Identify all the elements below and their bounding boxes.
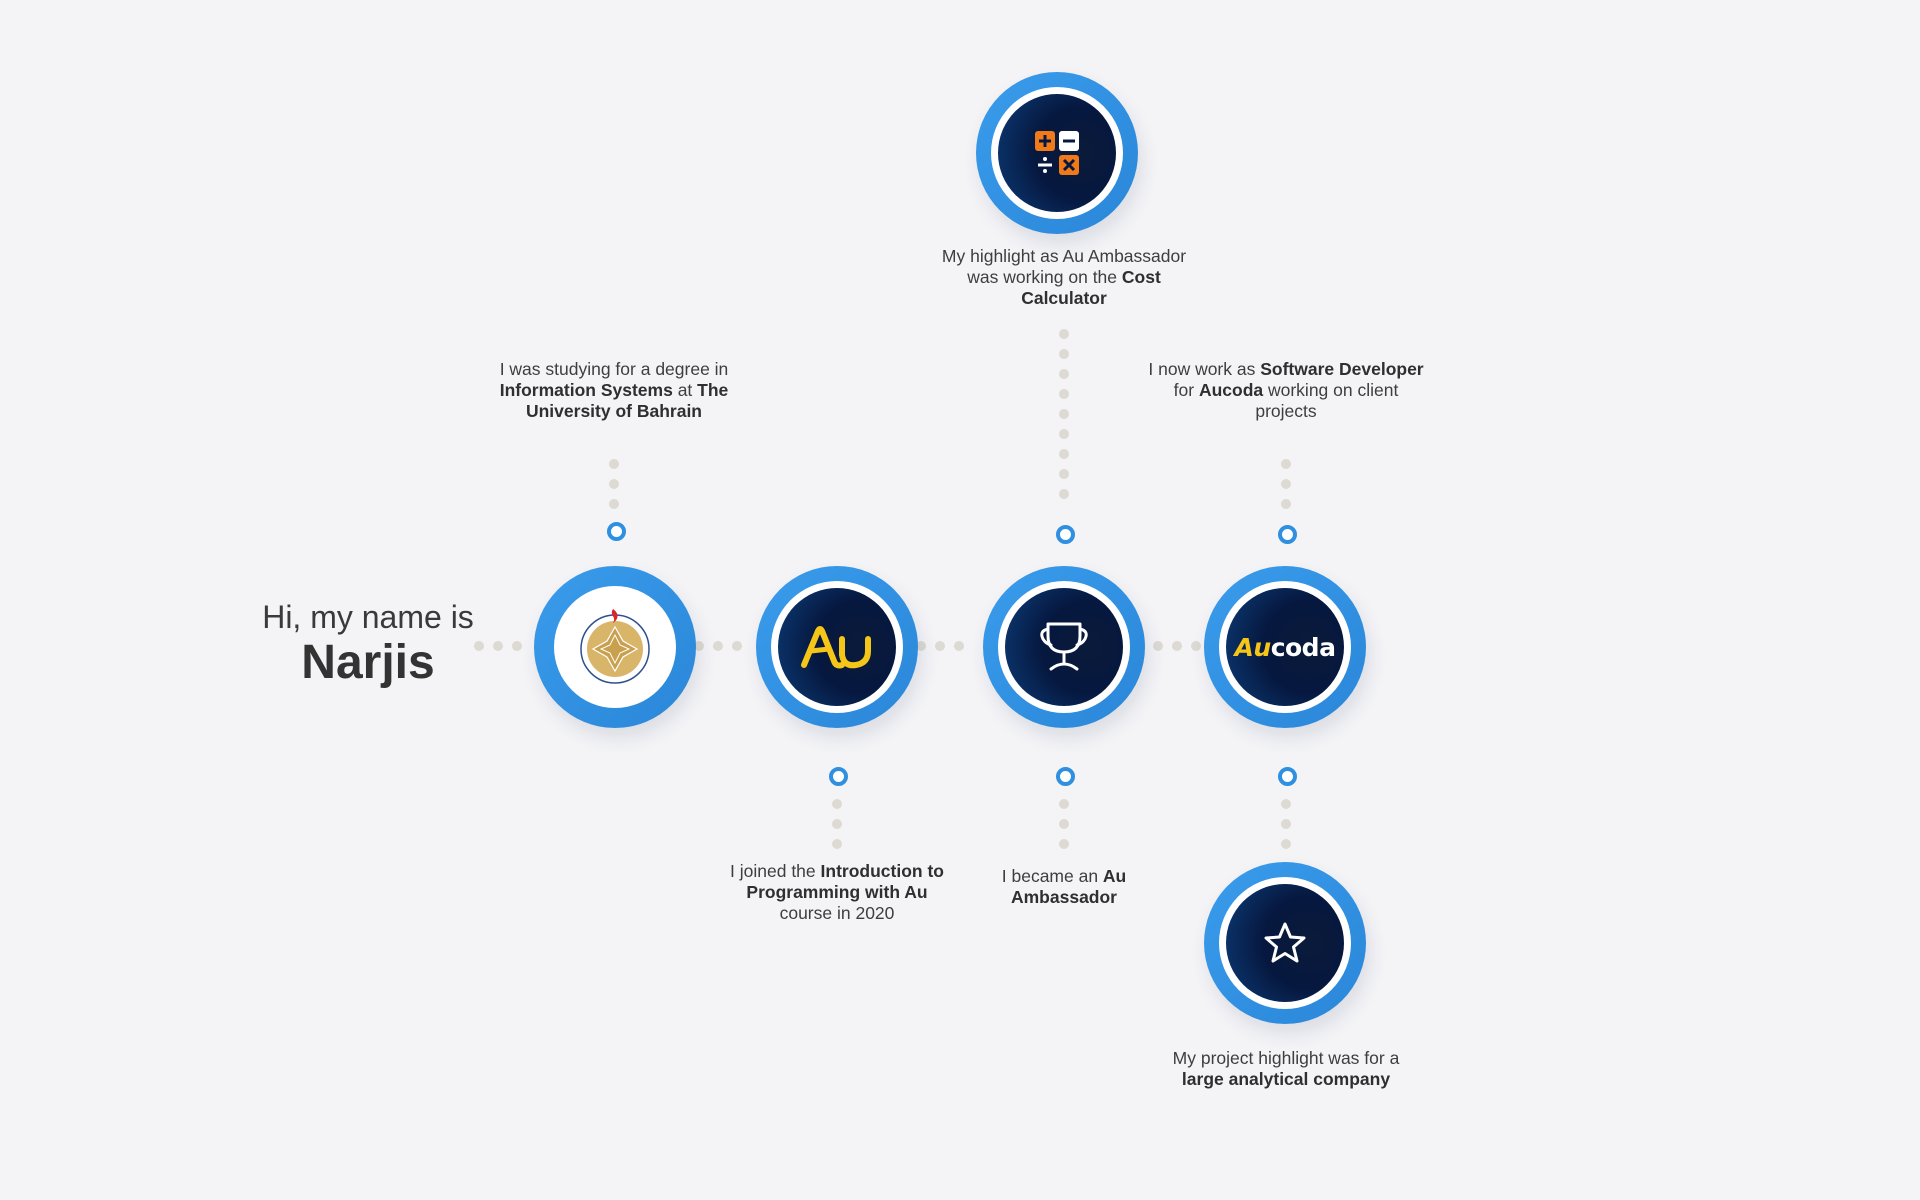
marker-au-course <box>829 767 848 786</box>
caption-calculator: My highlight as Au Ambassador was workin… <box>934 246 1194 309</box>
node-university <box>534 566 696 728</box>
node-au <box>756 566 918 728</box>
connector-au-down <box>832 799 842 849</box>
marker-university <box>607 522 626 541</box>
caption-ambassador-p1: I became an <box>1001 866 1103 886</box>
connector-intro-university <box>474 641 522 651</box>
caption-aucoda: I now work as Software Developer for Auc… <box>1146 359 1426 422</box>
node-star <box>1204 862 1366 1024</box>
caption-aucoda-p2: for <box>1173 380 1199 400</box>
marker-ambassador <box>1056 767 1075 786</box>
aucoda-logo-au: Au <box>1234 632 1272 662</box>
calculator-icon <box>1035 131 1079 175</box>
caption-au-course-p1: I joined the <box>730 861 821 881</box>
connector-university-up <box>609 459 619 509</box>
aucoda-logo: Aucoda <box>1235 633 1336 662</box>
caption-project-b1: large analytical company <box>1181 1069 1391 1089</box>
node-trophy <box>983 566 1145 728</box>
intro: Hi, my name is Narjis <box>228 597 508 689</box>
caption-university-p2: at <box>672 380 698 400</box>
caption-aucoda-b1: Software Developer <box>1260 359 1424 379</box>
caption-calculator-b1: Cost Calculator <box>1021 267 1161 308</box>
connector-aucoda-down <box>1281 799 1291 849</box>
node-aucoda: Aucoda <box>1204 566 1366 728</box>
caption-project: My project highlight was for a large ana… <box>1156 1048 1416 1090</box>
connector-trophy-down <box>1059 799 1069 849</box>
aucoda-logo-coda: coda <box>1270 632 1336 662</box>
greeting-text: Hi, my name is <box>262 599 474 635</box>
caption-aucoda-p3: working on client projects <box>1255 380 1399 421</box>
caption-university-p1: I was studying for a degree in <box>499 359 729 379</box>
caption-university-b2: The University of Bahrain <box>525 380 729 421</box>
university-of-bahrain-logo <box>580 609 650 684</box>
caption-au-course: I joined the Introduction to Programming… <box>720 861 954 924</box>
caption-aucoda-b2: Aucoda <box>1198 380 1264 400</box>
trophy-icon <box>1040 622 1088 671</box>
connector-university-au <box>694 641 742 651</box>
caption-ambassador-b1: Au Ambassador <box>1010 866 1127 907</box>
node-calculator <box>976 72 1138 234</box>
connector-trophy-up <box>1059 329 1069 499</box>
caption-university: I was studying for a degree in Informati… <box>478 359 750 422</box>
caption-aucoda-p1: I now work as <box>1148 359 1261 379</box>
marker-project <box>1278 767 1297 786</box>
marker-aucoda <box>1278 525 1297 544</box>
connector-aucoda-up <box>1281 459 1291 509</box>
caption-ambassador: I became an Au Ambassador <box>984 866 1144 908</box>
caption-au-course-b1: Introduction to Programming with Au <box>746 861 944 902</box>
connector-trophy-aucoda <box>1153 641 1201 651</box>
marker-calculator <box>1056 525 1075 544</box>
name-heading: Narjis <box>301 636 435 689</box>
caption-university-b1: Information Systems <box>499 380 673 400</box>
caption-calculator-p1: My highlight as Au Ambassador was workin… <box>941 246 1187 287</box>
caption-au-course-p2: course in 2020 <box>779 903 895 923</box>
star-icon <box>1264 922 1306 963</box>
au-logo <box>801 626 871 669</box>
connector-au-trophy <box>916 641 964 651</box>
caption-project-p1: My project highlight was for a <box>1172 1048 1400 1068</box>
